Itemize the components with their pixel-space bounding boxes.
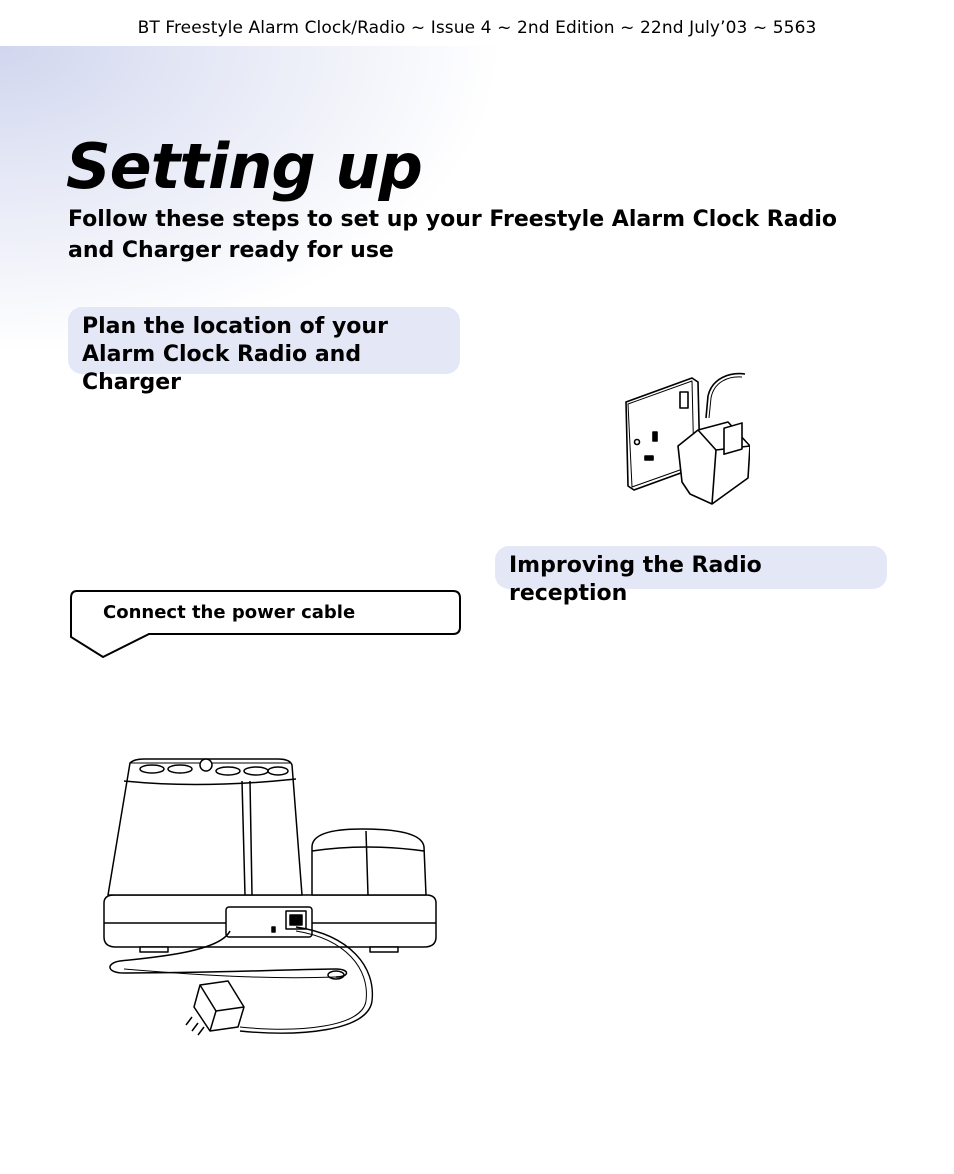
plan-location-line2: Alarm Clock Radio and Charger	[82, 342, 362, 395]
improving-reception-label: Improving the Radio reception	[509, 553, 762, 606]
connect-power-callout	[70, 590, 461, 659]
plan-location-text: Plan the location of your Alarm Clock Ra…	[82, 313, 460, 397]
page-subtitle: Follow these steps to set up your Freest…	[68, 207, 837, 263]
page-title: Setting up	[66, 130, 423, 203]
connect-power-label: Connect the power cable	[103, 602, 356, 623]
document-header: BT Freestyle Alarm Clock/Radio ~ Issue 4…	[137, 18, 817, 38]
clock-radio-charger-illustration	[103, 758, 437, 1036]
improving-reception-heading: Improving the Radio reception	[495, 546, 887, 606]
plan-location-line1: Plan the location of your	[82, 314, 388, 339]
plan-location-heading: Plan the location of your Alarm Clock Ra…	[68, 307, 460, 395]
wall-socket-adaptor-illustration	[625, 372, 750, 505]
